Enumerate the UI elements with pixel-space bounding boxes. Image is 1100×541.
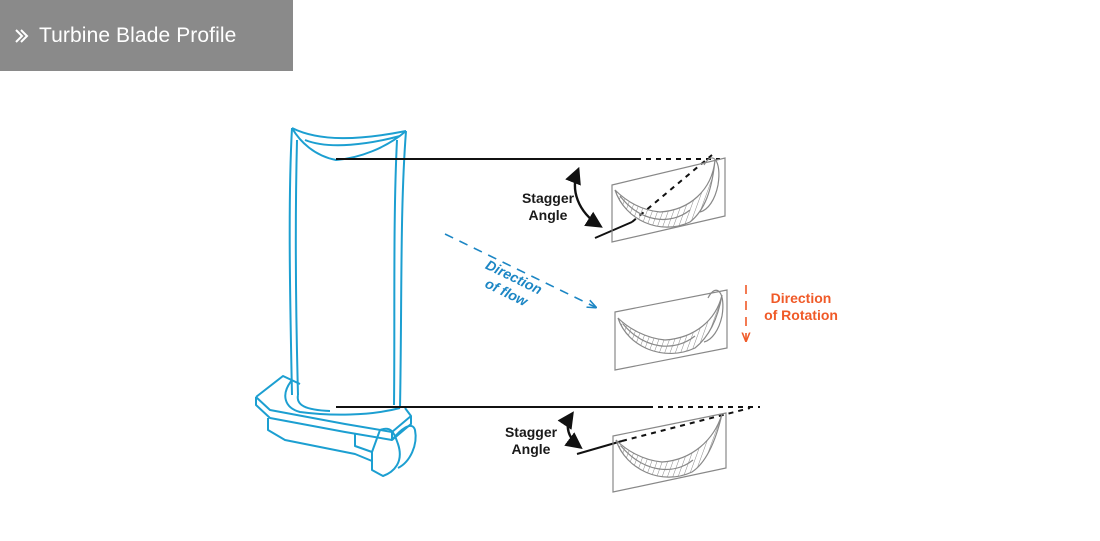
- title-bar: Turbine Blade Profile: [0, 0, 293, 71]
- flow-direction-arrow: [444, 233, 595, 307]
- chevron-double-right-icon: [15, 28, 29, 43]
- angle-label-line: Angle: [511, 441, 551, 457]
- rotation-label-line: Direction: [770, 290, 832, 306]
- blade-section-top: [611, 157, 726, 243]
- direction-of-rotation-label: Direction of Rotation: [756, 290, 846, 324]
- angle-label-line: Angle: [528, 207, 568, 223]
- page-title: Turbine Blade Profile: [39, 23, 237, 47]
- blade-section-middle: [614, 289, 728, 371]
- stagger-angle-label-top: Stagger Angle: [513, 190, 583, 224]
- turbine-blade: [255, 127, 417, 477]
- stagger-label-line: Stagger: [521, 190, 575, 206]
- stagger-label-line: Stagger: [504, 424, 558, 440]
- top-reference-lines: [336, 154, 720, 239]
- bottom-reference-lines: [336, 406, 760, 455]
- rotation-label-line: of Rotation: [764, 307, 838, 323]
- stagger-angle-label-bottom: Stagger Angle: [496, 424, 566, 458]
- blade-section-bottom: [612, 412, 727, 493]
